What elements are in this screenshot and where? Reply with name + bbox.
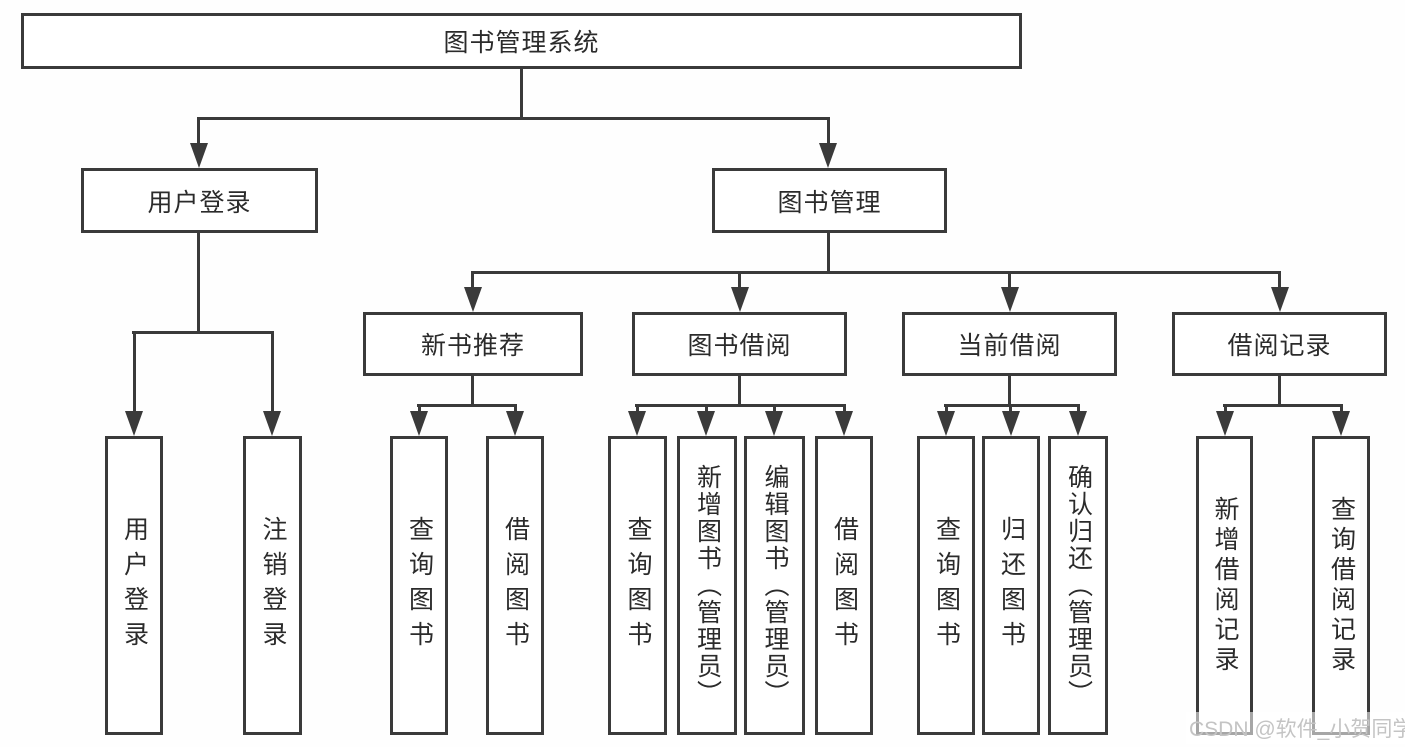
node-new-book-recommend-label: 新书推荐 (420, 332, 525, 360)
leaf-label: 查询图书 (932, 515, 961, 656)
connector-group-stem (738, 376, 741, 407)
arrow-down-icon (1002, 411, 1020, 436)
connector-drop-group (471, 271, 474, 289)
connector-drop-leaf (271, 331, 274, 415)
leaf-borrow-books-borrowing: 借阅图书 (815, 436, 873, 735)
node-book-management: 图书管理 (712, 168, 947, 233)
node-book-borrowing-label: 图书借阅 (687, 332, 792, 360)
arrow-down-icon (464, 287, 482, 312)
connector-drop-group (1278, 271, 1281, 289)
leaf-label: 借阅图书 (830, 515, 859, 656)
node-borrowing-records: 借阅记录 (1172, 312, 1387, 376)
connector-user-login-span (132, 331, 274, 334)
node-current-borrowing: 当前借阅 (902, 312, 1117, 376)
arrow-down-icon (410, 411, 428, 436)
connector-drop-leaf (1224, 404, 1227, 416)
connector-drop-leaf (1340, 404, 1343, 416)
connector-group-stem (1278, 376, 1281, 407)
leaf-label: 归还图书 (997, 515, 1026, 656)
node-user-login: 用户登录 (81, 168, 318, 233)
arrow-down-icon (697, 411, 715, 436)
leaf-borrow-books-recommend: 借阅图书 (486, 436, 544, 735)
csdn-watermark: CSDN @软件_小贺同学 (1186, 712, 1405, 744)
leaf-label: 确认归还（管理员） (1064, 464, 1093, 707)
arrow-down-icon (1069, 411, 1087, 436)
node-borrowing-records-label: 借阅记录 (1227, 332, 1332, 360)
leaf-logout: 注销登录 (243, 436, 302, 735)
arrow-down-icon (263, 411, 281, 436)
leaf-label: 借阅图书 (501, 515, 530, 656)
connector-drop-leaf (1009, 404, 1012, 416)
leaf-label: 编辑图书（管理员） (761, 464, 789, 707)
leaf-label: 查询图书 (405, 515, 434, 656)
arrow-down-icon (937, 411, 955, 436)
connector-group-span (1223, 404, 1343, 407)
leaf-return-books: 归还图书 (982, 436, 1040, 735)
arrow-down-icon (628, 411, 646, 436)
connector-user-login-stem (197, 233, 200, 334)
leaf-query-books-borrowing: 查询图书 (608, 436, 667, 735)
leaf-label: 查询图书 (624, 515, 652, 656)
connector-drop-leaf (636, 404, 639, 416)
leaf-label: 新增图书（管理员） (693, 464, 722, 707)
connector-drop-leaf (843, 404, 846, 416)
connector-drop-user-login (197, 117, 200, 147)
leaf-user-login: 用户登录 (105, 436, 163, 735)
leaf-add-borrow-record: 新增借阅记录 (1196, 436, 1253, 735)
connector-drop-leaf (133, 331, 136, 415)
arrow-down-icon (1216, 411, 1234, 436)
connector-book-mgmt-span (471, 271, 1281, 274)
arrow-down-icon (819, 143, 837, 168)
connector-group-span (417, 404, 517, 407)
arrow-down-icon (190, 143, 208, 168)
leaf-add-book-admin: 新增图书（管理员） (677, 436, 737, 735)
arrow-down-icon (765, 411, 783, 436)
connector-group-span (635, 404, 846, 407)
connector-group-stem (1008, 376, 1011, 407)
connector-drop-leaf (773, 404, 776, 416)
arrow-down-icon (1001, 287, 1019, 312)
leaf-label: 用户登录 (120, 515, 149, 656)
node-root-label: 图书管理系统 (443, 29, 600, 57)
arrow-down-icon (835, 411, 853, 436)
connector-drop-book-mgmt (827, 117, 830, 147)
arrow-down-icon (125, 411, 143, 436)
arrow-down-icon (506, 411, 524, 436)
connector-book-mgmt-stem (827, 233, 830, 274)
leaf-query-borrow-record: 查询借阅记录 (1312, 436, 1370, 735)
leaf-label: 查询借阅记录 (1327, 495, 1356, 676)
connector-drop-leaf (705, 404, 708, 416)
connector-group-span (944, 404, 1080, 407)
connector-drop-group (738, 271, 741, 289)
node-book-management-label: 图书管理 (777, 188, 882, 217)
connector-root-span (197, 117, 830, 120)
leaf-confirm-return-admin: 确认归还（管理员） (1048, 436, 1108, 735)
node-user-login-label: 用户登录 (147, 188, 252, 217)
leaf-label: 新增借阅记录 (1211, 495, 1239, 676)
connector-root-stem (520, 69, 523, 117)
node-current-borrowing-label: 当前借阅 (957, 332, 1062, 360)
connector-group-stem (471, 376, 474, 407)
node-root: 图书管理系统 (21, 13, 1022, 69)
leaf-query-books-recommend: 查询图书 (390, 436, 448, 735)
arrow-down-icon (731, 287, 749, 312)
arrow-down-icon (1332, 411, 1350, 436)
connector-drop-leaf (1077, 404, 1080, 416)
leaf-edit-book-admin: 编辑图书（管理员） (744, 436, 805, 735)
connector-drop-leaf (418, 404, 421, 416)
connector-drop-group (1008, 271, 1011, 289)
connector-drop-leaf (945, 404, 948, 416)
node-new-book-recommend: 新书推荐 (363, 312, 583, 376)
connector-drop-leaf (514, 404, 517, 416)
node-book-borrowing: 图书借阅 (632, 312, 847, 376)
arrow-down-icon (1271, 287, 1289, 312)
leaf-query-books-current: 查询图书 (917, 436, 975, 735)
leaf-label: 注销登录 (259, 515, 287, 656)
